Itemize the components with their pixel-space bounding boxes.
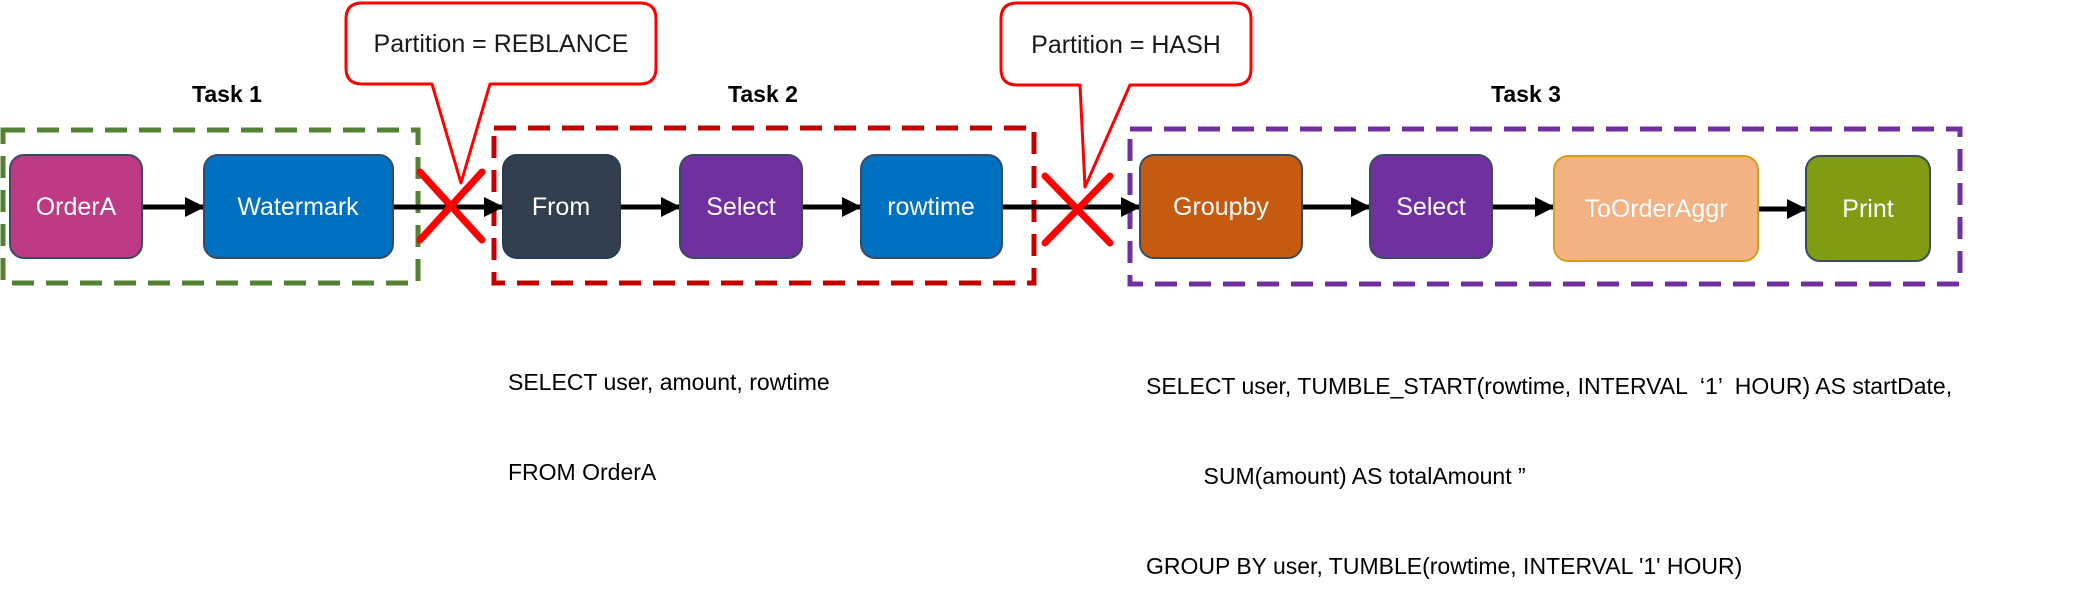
node-print-box (1805, 155, 1931, 262)
node-toorderaggr-label: ToOrderAggr (1584, 195, 1727, 223)
node-rowtime: rowtime (860, 154, 1003, 259)
node-ordera-box (9, 154, 143, 259)
node-ordera-label: OrderA (36, 193, 117, 221)
node-watermark-box (203, 154, 394, 259)
node-from-label: From (532, 193, 590, 221)
sql-task3: SELECT user, TUMBLE_START(rowtime, INTER… (1146, 311, 1952, 611)
partition-diagram: Task 1 Task 2 Task 3 OrderA Watermark Fr… (0, 1, 1963, 287)
node-select-task2: Select (679, 154, 803, 259)
callout-reblance-bubble (344, 1, 658, 185)
node-rowtime-label: rowtime (887, 193, 975, 221)
node-select-task3-box (1369, 154, 1493, 259)
node-from-box (502, 154, 621, 259)
node-select-task3-label: Select (1396, 193, 1466, 221)
task-1-title: Task 1 (192, 81, 262, 107)
callout-hash-bubble (999, 1, 1253, 189)
node-ordera: OrderA (9, 154, 143, 259)
node-groupby-box (1139, 154, 1303, 259)
node-select-task2-box (679, 154, 803, 259)
node-watermark-label: Watermark (237, 193, 359, 221)
node-print-label: Print (1842, 195, 1893, 223)
node-from: From (502, 154, 621, 259)
node-toorderaggr-box (1553, 155, 1759, 262)
node-watermark: Watermark (203, 154, 394, 259)
node-print: Print (1805, 155, 1931, 262)
sql-task2: SELECT user, amount, rowtime FROM OrderA (508, 307, 830, 517)
sql-task3-line: SUM(amount) AS totalAmount ” (1146, 463, 1526, 489)
sql-task3-line: SELECT user, TUMBLE_START(rowtime, INTER… (1146, 373, 1953, 399)
node-select-task3: Select (1369, 154, 1493, 259)
task-2-title: Task 2 (728, 81, 798, 107)
task-3-frame (1127, 126, 1963, 287)
sql-task2-line: SELECT user, amount, rowtime (508, 369, 830, 395)
cut-mark-hash (1041, 172, 1114, 247)
node-groupby-label: Groupby (1173, 193, 1269, 221)
sql-task2-line: FROM OrderA (508, 459, 657, 485)
node-rowtime-box (860, 154, 1003, 259)
node-toorderaggr: ToOrderAggr (1553, 155, 1759, 262)
node-groupby: Groupby (1139, 154, 1303, 259)
callout-hash-text: Partition = HASH (1031, 31, 1221, 59)
cut-mark-reblance (416, 168, 486, 244)
node-select-task2-label: Select (706, 193, 776, 221)
callout-reblance-text: Partition = REBLANCE (374, 30, 629, 58)
sql-task3-line: GROUP BY user, TUMBLE(rowtime, INTERVAL … (1146, 553, 1743, 579)
task-3-title: Task 3 (1491, 81, 1561, 107)
